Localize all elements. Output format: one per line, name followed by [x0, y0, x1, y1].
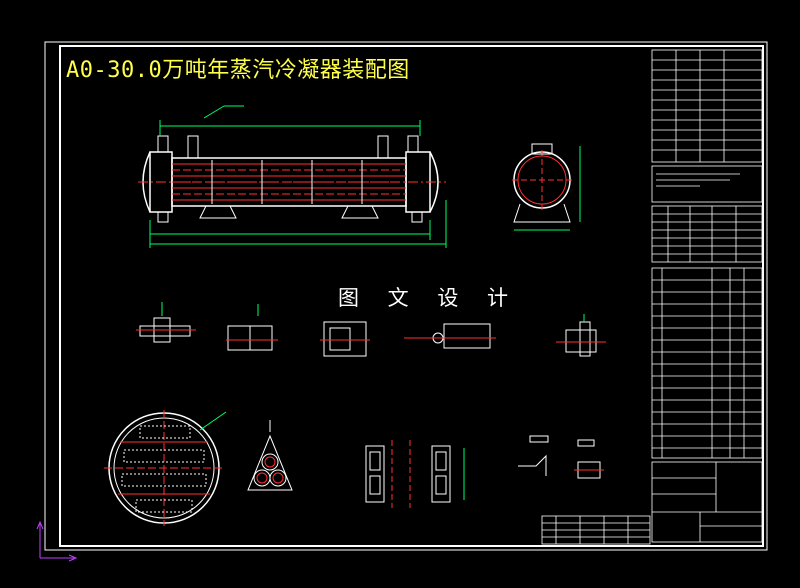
small-detail-2 [574, 439, 604, 479]
notes-block [651, 165, 763, 203]
title-block [651, 461, 763, 543]
nozzle-table [651, 205, 763, 263]
tube-pitch-detail [247, 420, 293, 491]
inner-border [59, 45, 764, 547]
plate-section-right [409, 440, 465, 508]
plate-section-left [365, 440, 393, 508]
parts-list-table [651, 267, 763, 459]
drawing-title: A0-30.0万吨年蒸汽冷凝器装配图 [66, 58, 410, 83]
detail-view-3 [320, 321, 370, 357]
revision-block [541, 515, 651, 545]
ucs-axis-icon [36, 520, 78, 562]
condenser-end-view [512, 143, 581, 231]
detail-view-4 [404, 323, 496, 349]
detail-view-1 [136, 302, 196, 343]
detail-view-5 [556, 314, 606, 357]
condenser-elevation-view [138, 105, 447, 248]
small-detail-1 [518, 435, 549, 476]
tube-sheet-layout [104, 410, 227, 526]
watermark-text: 图 文 设 计 [338, 286, 520, 310]
technical-requirements-table [651, 49, 763, 163]
outer-border [44, 41, 768, 551]
detail-view-2 [226, 304, 278, 351]
